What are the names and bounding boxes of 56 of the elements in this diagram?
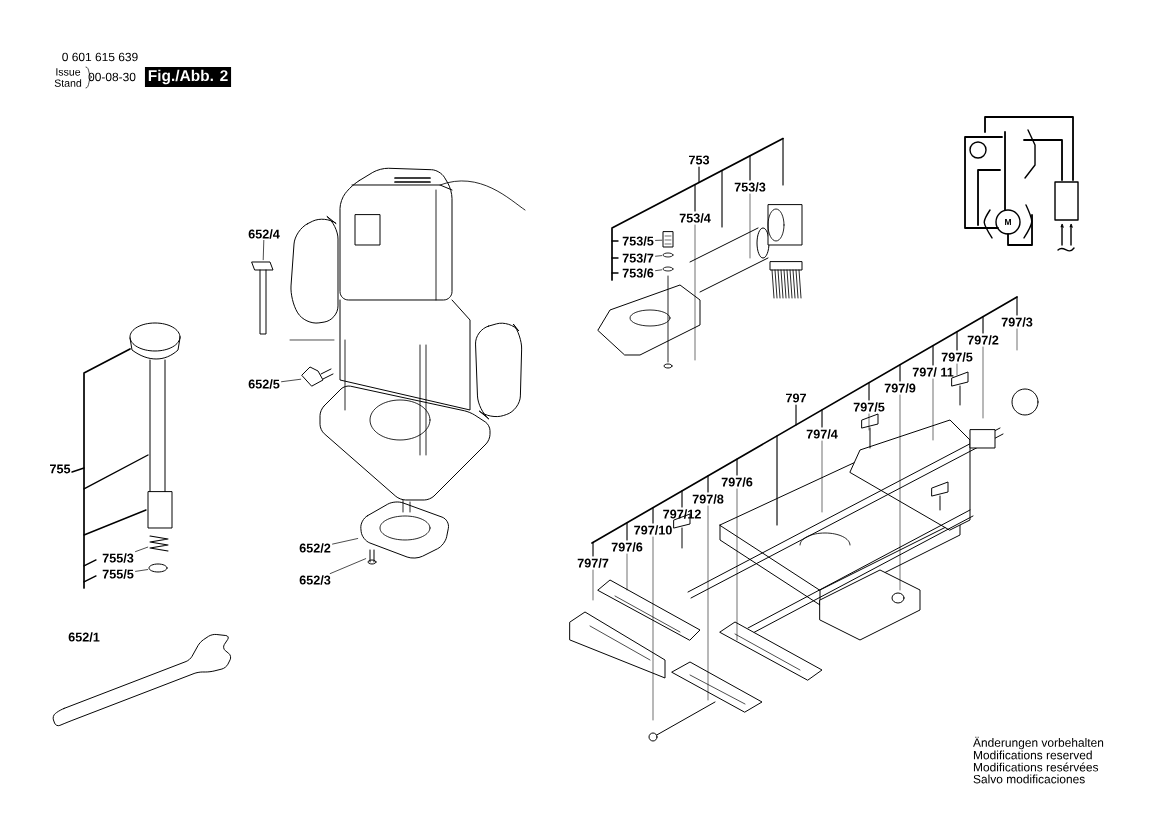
note-text: Änderungen vorbehalten (973, 736, 1104, 750)
leader-line (135, 569, 149, 572)
spring-drawing (149, 535, 169, 552)
part-number: 0 601 615 639 (62, 52, 138, 62)
figure-title: Fig./Abb. 2 (144, 66, 232, 88)
callout-number: 797 (786, 393, 806, 403)
callout-number: 797/8 (692, 494, 724, 504)
callout-number: 797/ 11 (912, 367, 954, 377)
callout-number: 797/6 (721, 477, 753, 487)
callout-number: 755 (50, 464, 71, 474)
leader-line (329, 558, 367, 574)
leader-line (655, 255, 663, 257)
note-text: Modifications reserved (973, 750, 1092, 760)
callout-number: 753/5 (622, 236, 654, 246)
leader-line (262, 240, 265, 261)
washer-drawing (148, 563, 168, 573)
callout-number: 797/10 (634, 525, 672, 535)
callout-number: 797/4 (806, 429, 838, 439)
depth-rod-drawing (251, 261, 274, 335)
callout-number: 652/4 (248, 229, 280, 239)
callout-number: 797/12 (663, 509, 701, 519)
callout-number: 797/9 (884, 383, 916, 393)
callout-number: 755/3 (102, 553, 134, 563)
callout-number: 753/4 (679, 213, 711, 223)
note-text: Modifications resérvées (973, 762, 1099, 772)
leader-line (332, 538, 359, 545)
callout-number: 753/6 (622, 268, 654, 278)
leader-line (655, 269, 663, 271)
motor-letter: M (1005, 219, 1011, 225)
screw-drawing (367, 549, 377, 565)
callout-number: 797/6 (611, 542, 643, 552)
callout-number: 753/7 (622, 253, 654, 263)
callout-number: 753/3 (734, 182, 766, 192)
callout-number: 652/2 (299, 543, 331, 553)
callout-number: 797/3 (1001, 317, 1033, 327)
callout-number: 797/2 (967, 335, 999, 345)
date-text: 00-08-30 (88, 72, 136, 82)
issue-label: Stand (54, 79, 82, 87)
sub-base-drawing (360, 499, 449, 559)
callout-number: 797/5 (941, 352, 973, 362)
callout-number: 652/1 (68, 632, 100, 642)
knurled-knob-drawing (662, 231, 674, 248)
callout-number: 755/5 (102, 569, 134, 579)
leader-line (135, 546, 149, 552)
issue-label: Issue (56, 68, 81, 76)
callout-number: 797/7 (577, 558, 609, 568)
washer-drawing (662, 252, 674, 258)
wing-screw-drawing (301, 366, 334, 387)
note-text: Salvo modificaciones (973, 774, 1085, 784)
leader-line (655, 239, 663, 241)
callout-number: 652/5 (248, 379, 280, 389)
callout-number: 652/3 (299, 575, 331, 585)
leader-line (281, 378, 302, 383)
washer-drawing (662, 266, 674, 272)
callout-number: 753 (689, 155, 710, 165)
callout-number: 797/5 (853, 402, 885, 412)
